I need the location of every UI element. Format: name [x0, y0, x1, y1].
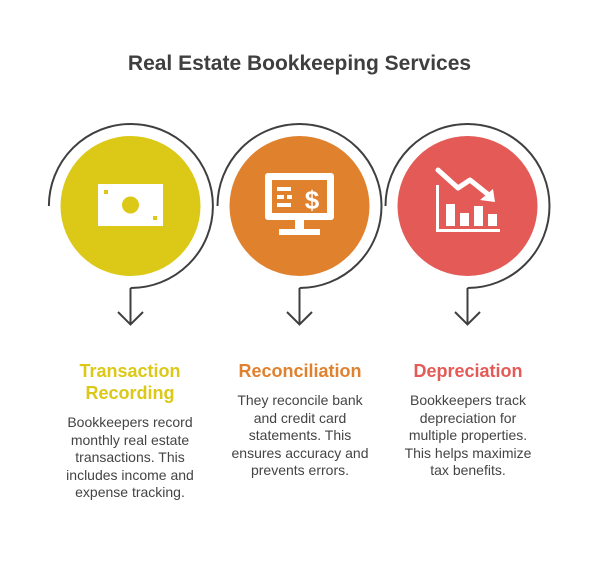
- step-3-heading: Depreciation: [413, 361, 523, 381]
- step-1-node: [47, 123, 214, 326]
- declining-chart-icon: [435, 167, 500, 232]
- step-2-arrow-icon: [286, 311, 313, 326]
- step-3-node: [384, 123, 551, 326]
- step-1-arrow-icon: [117, 311, 144, 326]
- step-3-text: Depreciation Bookkeepers track depreciat…: [388, 360, 548, 480]
- step-2-heading: Reconciliation: [238, 361, 362, 381]
- step-2-description: They reconcile bank and credit card stat…: [231, 392, 369, 478]
- step-2-node: $: [216, 123, 383, 326]
- step-1-heading: Transaction Recording: [79, 361, 181, 403]
- step-3-description: Bookkeepers track depreciation for multi…: [404, 392, 532, 478]
- step-1-description: Bookkeepers record monthly real estate t…: [66, 414, 194, 500]
- step-3-ring: [384, 123, 551, 289]
- step-1-ring: [47, 123, 214, 290]
- monitor-dollar-icon: $: [265, 173, 334, 235]
- page-title: Real Estate Bookkeeping Services: [127, 52, 472, 75]
- money-bill-icon: [98, 184, 163, 226]
- step-3-arrow-icon: [454, 311, 481, 326]
- step-2-text: Reconciliation They reconcile bank and c…: [220, 360, 380, 480]
- svg-text:$: $: [305, 185, 320, 215]
- step-3-circle: [397, 136, 538, 276]
- step-2-ring: [216, 123, 383, 289]
- step-1-text: Transaction Recording Bookkeepers record…: [50, 360, 210, 502]
